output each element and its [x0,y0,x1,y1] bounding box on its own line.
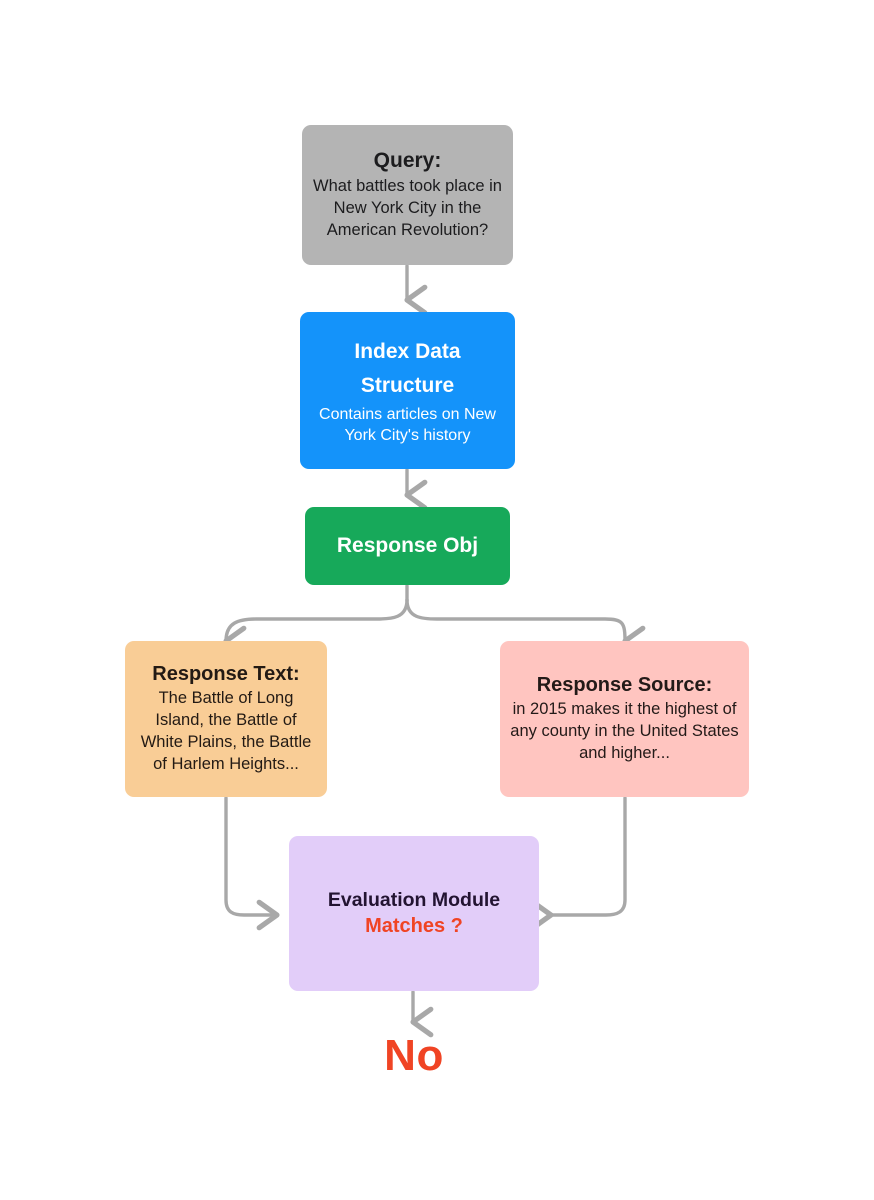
node-index-title: Index Data Structure [354,339,461,397]
node-query[interactable]: Query: What battles took place in New Yo… [302,125,513,265]
node-evaluation-module[interactable]: Evaluation Module Matches ? [289,836,539,991]
node-response-source-body: in 2015 makes it the highest of any coun… [510,700,739,763]
edge-response-source-to-evaluation [530,796,627,931]
node-query-body: What battles took place in New York City… [313,176,502,239]
edge-response-obj-to-response-source [405,598,646,657]
edge-response-obj-to-response-text [223,598,409,657]
node-response-obj-title: Response Obj [336,533,479,557]
node-query-title: Query: [373,149,442,173]
node-index-data-structure[interactable]: Index Data Structure Contains articles o… [300,312,515,469]
node-evaluation-title: Evaluation Module [327,888,501,911]
node-response-text[interactable]: Response Text: The Battle of Long Island… [125,641,327,797]
edge-response-text-to-evaluation [224,796,280,931]
node-response-source[interactable]: Response Source: in 2015 makes it the hi… [500,641,749,797]
node-response-source-title: Response Source: [536,674,713,696]
node-index-body: Contains articles on New York City's his… [319,405,496,445]
node-response-obj[interactable]: Response Obj [305,507,510,585]
node-response-text-title: Response Text: [152,663,300,686]
node-evaluation-matches-label: Matches ? [365,915,463,938]
answer-label: No [384,1031,444,1080]
node-response-text-body: The Battle of Long Island, the Battle of… [140,689,312,774]
